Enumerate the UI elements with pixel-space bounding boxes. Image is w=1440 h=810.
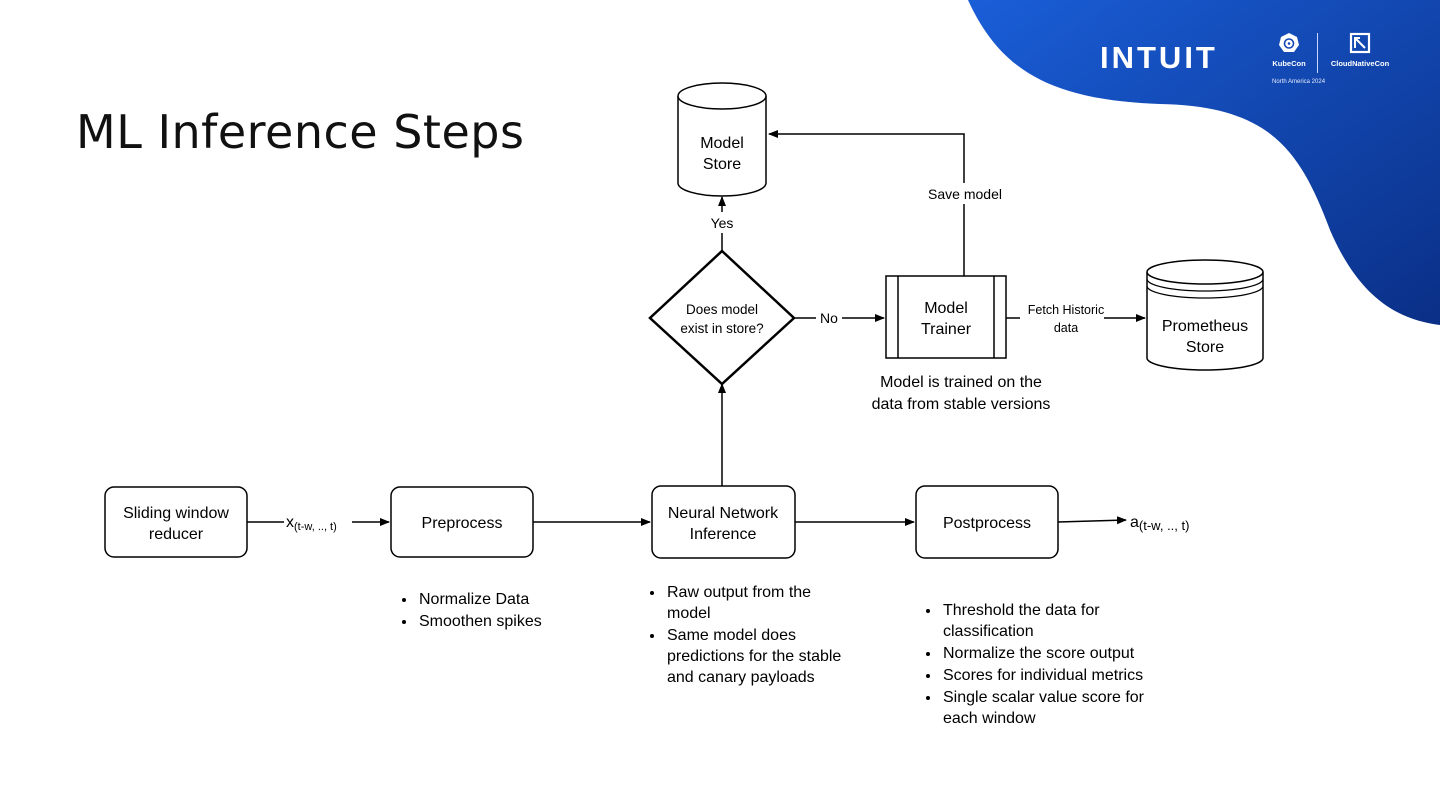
- node-model-store: Model Store: [677, 82, 767, 197]
- inference-label-line1: Neural Network: [668, 505, 779, 522]
- list-item: Raw output from the model: [665, 582, 855, 624]
- prometheus-label-line1: Prometheus: [1162, 318, 1248, 335]
- fetch-historic-label-line1: Fetch Historic: [1028, 303, 1104, 317]
- postprocess-label: Postprocess: [943, 515, 1031, 532]
- list-item: Same model does predictions for the stab…: [665, 625, 855, 688]
- trainer-label-line1: Model: [924, 300, 968, 317]
- node-prometheus-store: Prometheus Store: [1146, 259, 1264, 371]
- decision-label-line1: Does model: [686, 302, 758, 317]
- logo-divider: [1317, 33, 1318, 73]
- kubecon-logo: KubeCon: [1266, 32, 1312, 68]
- cncf-square-icon: [1349, 32, 1371, 54]
- output-series-label: a(t-w, .., t): [1130, 514, 1189, 533]
- postprocess-bullets: Threshold the data for classification No…: [919, 600, 1181, 730]
- decision-label-line2: exist in store?: [680, 321, 763, 336]
- prometheus-label-line2: Store: [1186, 339, 1224, 356]
- trainer-note-line2: data from stable versions: [872, 396, 1051, 413]
- list-item: Smoothen spikes: [417, 611, 617, 632]
- input-series-label: x(t-w, .., t): [286, 514, 337, 533]
- node-inference: Neural Network Inference: [651, 485, 796, 559]
- no-label: No: [820, 310, 838, 326]
- list-item: Normalize the score output: [941, 643, 1181, 664]
- sliding-window-label-line2: reducer: [149, 526, 204, 543]
- node-sliding-window: Sliding window reducer: [104, 486, 248, 558]
- diagram-edges: [247, 130, 1146, 526]
- fetch-historic-label-line2: data: [1054, 321, 1078, 335]
- input-subscript: (t-w, .., t): [294, 521, 337, 533]
- edge-save-to-model-store: [768, 130, 965, 183]
- cloudnativecon-label: CloudNativeCon: [1330, 59, 1390, 68]
- preprocess-label: Preprocess: [422, 515, 503, 532]
- node-model-trainer: Model Trainer: [885, 275, 1007, 359]
- trainer-label-line2: Trainer: [921, 321, 972, 338]
- intuit-logo: INTUIT: [1100, 40, 1218, 75]
- inference-label-line2: Inference: [690, 526, 757, 543]
- output-symbol: a: [1130, 514, 1139, 531]
- inference-bullets: Raw output from the model Same model doe…: [643, 582, 855, 689]
- list-item: Threshold the data for classification: [941, 600, 1181, 642]
- model-store-label-line1: Model: [700, 135, 744, 152]
- save-model-label: Save model: [928, 186, 1002, 202]
- kubecon-label: KubeCon: [1272, 59, 1306, 68]
- yes-label: Yes: [711, 215, 734, 231]
- edge-postprocess-to-output: [1057, 516, 1127, 525]
- output-subscript: (t-w, .., t): [1139, 518, 1190, 533]
- slide-title: ML Inference Steps: [76, 104, 525, 159]
- cloudnativecon-logo: CloudNativeCon: [1322, 32, 1398, 68]
- event-region-label: North America 2024: [1272, 79, 1326, 85]
- list-item: Single scalar value score for each windo…: [941, 687, 1181, 729]
- node-postprocess: Postprocess: [915, 485, 1059, 559]
- input-symbol: x: [286, 514, 294, 531]
- list-item: Normalize Data: [417, 589, 617, 610]
- node-preprocess: Preprocess: [390, 486, 534, 558]
- preprocess-bullets: Normalize Data Smoothen spikes: [395, 589, 617, 633]
- node-decision: Does model exist in store?: [648, 249, 796, 386]
- trainer-note-line1: Model is trained on the: [880, 374, 1042, 391]
- model-store-label-line2: Store: [703, 156, 741, 173]
- sliding-window-label-line1: Sliding window: [123, 505, 229, 522]
- helm-wheel-icon: [1279, 33, 1299, 52]
- list-item: Scores for individual metrics: [941, 665, 1181, 686]
